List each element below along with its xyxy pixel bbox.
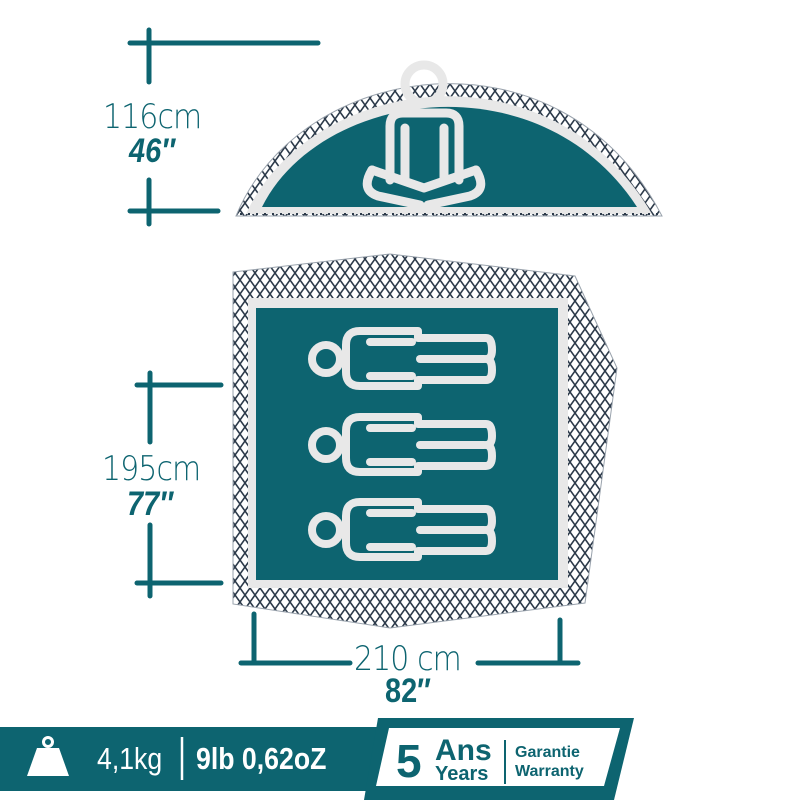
length-dimension-lines bbox=[134, 370, 224, 599]
lying-person-icon-3 bbox=[308, 498, 496, 561]
lying-person-icons bbox=[308, 327, 496, 561]
height-inches-label: 46″ bbox=[129, 132, 175, 170]
width-inches-label: 82″ bbox=[385, 672, 431, 710]
warranty-years-en: Years bbox=[435, 763, 489, 785]
width-dimension-lines bbox=[238, 611, 581, 666]
warranty-label-en: Warranty bbox=[515, 763, 584, 780]
warranty-label-fr: Garantie bbox=[515, 744, 580, 761]
weight-icon bbox=[27, 736, 69, 776]
warranty-years-number: 5 bbox=[396, 735, 422, 787]
side-view-tent bbox=[235, 83, 663, 217]
length-cm-label: 195cm bbox=[102, 449, 201, 489]
seated-person-icon bbox=[362, 60, 486, 210]
width-cm-label: 210 cm bbox=[354, 639, 462, 679]
weight-metric: 4,1kg bbox=[97, 741, 163, 776]
warranty-years-fr: Ans bbox=[435, 734, 492, 767]
info-bar-background bbox=[0, 718, 634, 800]
height-dimension-lines bbox=[127, 27, 321, 227]
length-inches-label: 77″ bbox=[127, 485, 173, 523]
weight-imperial: 9lb 0,62oZ bbox=[196, 741, 327, 776]
height-cm-label: 116cm bbox=[103, 97, 202, 137]
lying-person-icon-2 bbox=[308, 413, 496, 476]
lying-person-icon-1 bbox=[308, 327, 496, 390]
